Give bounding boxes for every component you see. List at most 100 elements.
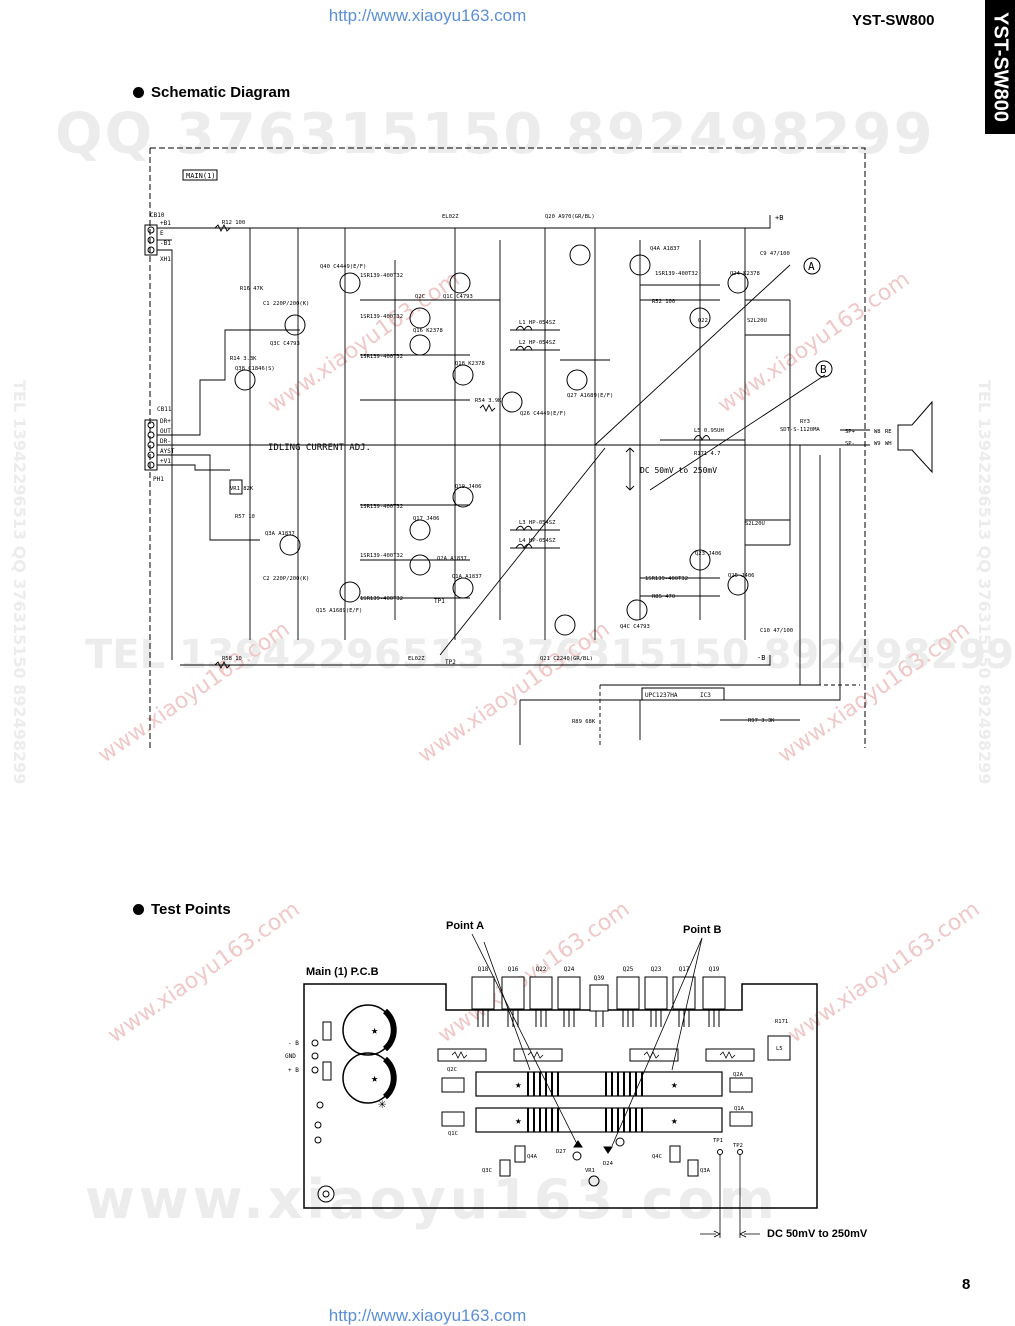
transistor-q22 — [689, 307, 711, 329]
transistor-label: Q24 K2378 — [730, 271, 760, 277]
transistor-label: Q1C C4793 — [443, 294, 473, 300]
pcb-label: Q3C — [482, 1168, 492, 1174]
pcb-resistor — [437, 1048, 487, 1062]
pcb-capacitor — [342, 1052, 394, 1104]
section-title-test-points: Test Points — [133, 901, 231, 918]
transistor-label: Q40 C4449(E/F) — [320, 264, 366, 270]
transistor-q15 — [339, 581, 361, 603]
pcb-diode-d27 — [573, 1140, 583, 1148]
transistor-q3c — [284, 314, 306, 336]
pcb-transistor — [589, 984, 609, 1012]
pcb-chip — [499, 1159, 511, 1177]
transistor-label: Q3C C4793 — [270, 341, 300, 347]
bullet-icon — [133, 87, 144, 98]
inductor-l5 — [690, 435, 714, 442]
transistor-label: Q4C C4793 — [620, 624, 650, 630]
watermark-www: www.xiaoyu163.com — [85, 1168, 779, 1231]
resistor-label: R14 3.3K — [230, 356, 257, 362]
transistor-q24 — [727, 272, 749, 294]
pcb-label: Q4C — [652, 1154, 662, 1160]
resistor-label: R171 4.7 — [694, 451, 721, 457]
ic3-label: IC3 — [700, 692, 711, 699]
diode-label: 1SR139-400T32 — [360, 314, 403, 320]
transistor-q1a — [452, 577, 474, 599]
pcb-resistor — [705, 1048, 755, 1062]
connector-pin-label: AYST — [160, 448, 175, 455]
transistor-label: Q27 A1689(E/F) — [567, 393, 613, 399]
idling-current-label: IDLING CURRENT ADJ. — [268, 443, 371, 453]
pcb-heatsink-bar — [475, 1107, 723, 1133]
pcb-diode-d24 — [603, 1146, 613, 1154]
pcb-terminal-label: - B — [288, 1040, 299, 1047]
connector-pin-label: DR+ — [160, 418, 171, 425]
coil-label: L2 HP-054SZ — [519, 340, 556, 346]
pcb-tp1 — [717, 1149, 723, 1155]
ic3-box — [641, 687, 725, 701]
pcb-resistor — [513, 1048, 563, 1062]
star-icon: ★ — [515, 1114, 522, 1127]
connector-pin-label: OUT — [160, 428, 171, 435]
pcb-heatsink-bar — [475, 1071, 723, 1097]
pcb-label: D24 — [603, 1161, 614, 1167]
pcb-transistor-label: Q25 — [623, 966, 634, 973]
transistor-label: Q22 — [698, 318, 708, 324]
watermark-diag: www.xiaoyu163.com — [103, 896, 305, 1049]
diode-label: EL02Z — [442, 214, 459, 220]
connector-pin-label: E — [160, 230, 164, 237]
transistor-q2c — [409, 307, 431, 329]
resistor-label: R58 10 — [222, 656, 242, 662]
transistor-label: Q19 J406 — [455, 484, 482, 490]
pcb-terminal-label: GND — [285, 1053, 296, 1060]
resistor-label: R16 47K — [240, 286, 264, 292]
transistor-label: Q38 C1846(S) — [235, 366, 275, 372]
pcb-transistor-label: Q18 — [478, 966, 489, 973]
tp-label: TP2 — [445, 659, 456, 666]
capacitor-label: C2 220P/200(K) — [263, 576, 309, 582]
coil-label: L3 HP-054SZ — [519, 520, 556, 526]
pcb-label: TP1 — [713, 1138, 723, 1144]
transistor-q1c — [449, 272, 471, 294]
coil-l4 — [515, 543, 533, 550]
pcb-transistor — [672, 976, 696, 1010]
diode-label: S2L20U — [745, 521, 765, 527]
model-title: YST-SW800 — [852, 12, 935, 29]
transistor-label: Q26 C4449(E/F) — [520, 411, 566, 417]
transistor-q3a — [279, 534, 301, 556]
star-icon: ★ — [671, 1078, 678, 1091]
speaker-icon — [897, 400, 933, 474]
pcb-point-b-label: Point B — [683, 924, 722, 936]
transistor-label: Q18 K2378 — [455, 361, 485, 367]
speaker-terminal-label: SP- — [845, 441, 855, 447]
transistor-q18 — [452, 364, 474, 386]
sparkle-icon: ✳ — [378, 1096, 387, 1112]
block-label-box — [182, 169, 218, 181]
transistor-q2a — [409, 554, 431, 576]
transistor-q26 — [501, 391, 523, 413]
speaker-terminal-label: W9 — [874, 441, 881, 447]
coil-label: L1 HP-054SZ — [519, 320, 556, 326]
diode-label: 1SR139-400T32 — [360, 504, 403, 510]
pcb-capacitor — [342, 1004, 394, 1056]
rail-plus-b: +B — [775, 214, 783, 222]
diode-label: 1SR139-400T32 — [360, 354, 403, 360]
inductor-label: L5 0.95UH — [694, 428, 724, 434]
connector-pin-label: DR- — [160, 438, 171, 445]
footer-url[interactable]: http://www.xiaoyu163.com — [328, 1306, 527, 1325]
pcb-vr1 — [588, 1175, 600, 1187]
transistor-label: Q20 A970(GR/BL) — [545, 214, 595, 220]
header-url[interactable]: http://www.xiaoyu163.com — [328, 6, 527, 25]
pcb-tp2 — [737, 1149, 743, 1155]
pcb-chip — [729, 1111, 753, 1127]
transistor-q23 — [689, 549, 711, 571]
pcb-chip — [441, 1111, 465, 1127]
section-title-schematic: Schematic Diagram — [133, 84, 290, 101]
pcb-transistor-label: Q39 — [594, 975, 605, 982]
connector-label: CB10 — [150, 212, 165, 219]
transistor-q21 — [554, 614, 576, 636]
star-icon: ★ — [671, 1114, 678, 1127]
connector-pin-label: XH1 — [160, 256, 171, 263]
diode-label: 1SR139-400T32 — [360, 596, 403, 602]
dc-range-label: DC 50mV to 250mV — [640, 466, 717, 475]
transistor-label: Q21 C2240(GR/BL) — [540, 656, 593, 662]
transistor-label: Q3A A1837 — [265, 531, 295, 537]
